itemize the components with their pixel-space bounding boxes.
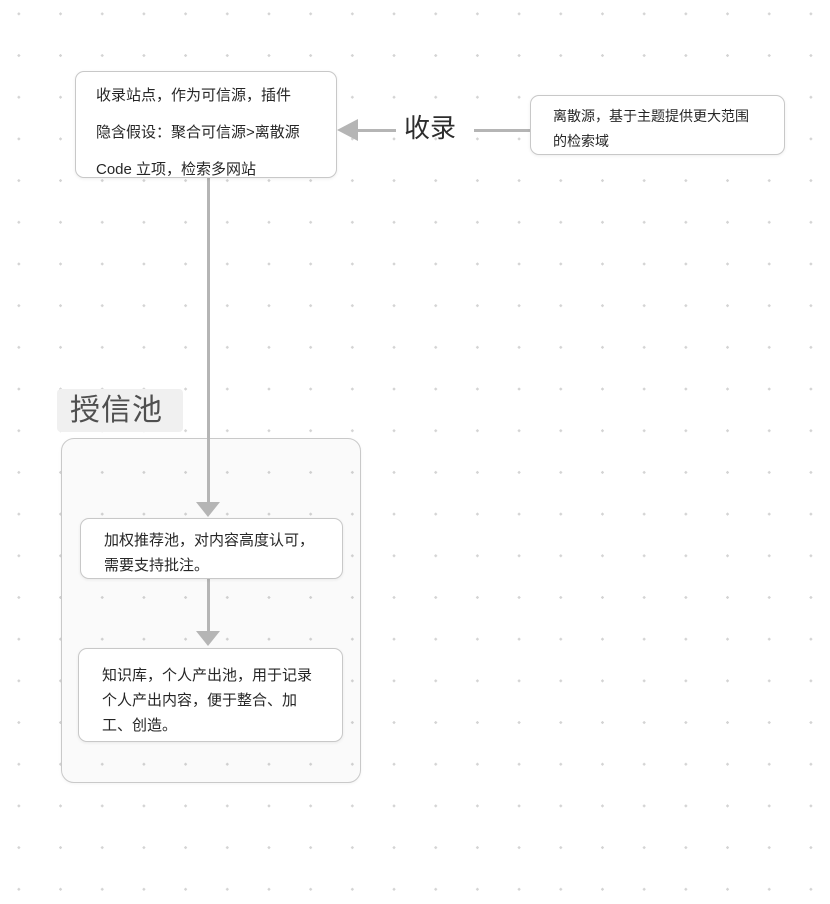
node-sources[interactable]: 收录站点，作为可信源，插件 隐含假设：聚合可信源>离散源 Code 立项，检索多… bbox=[75, 71, 337, 178]
node-text-line: 隐含假设：聚合可信源>离散源 bbox=[96, 124, 300, 141]
node-text-line: 个人产出内容，便于整合、加 bbox=[102, 692, 298, 709]
node-discrete-source[interactable]: 离散源，基于主题提供更大范围 的检索域 bbox=[530, 95, 785, 155]
connector-line bbox=[206, 178, 210, 503]
node-text-line: 加权推荐池，对内容高度认可， bbox=[104, 532, 315, 549]
node-text-line: 离散源，基于主题提供更大范围 bbox=[553, 108, 749, 124]
connector-line bbox=[206, 579, 210, 632]
arrowhead-down-icon bbox=[196, 631, 220, 646]
node-text-line: 工、创造。 bbox=[102, 717, 178, 734]
node-knowledge-base[interactable]: 知识库，个人产出池，用于记录 个人产出内容，便于整合、加 工、创造。 bbox=[78, 648, 343, 742]
trust-pool-frame-label[interactable]: 授信池 bbox=[57, 389, 183, 432]
node-text-line: 收录站点，作为可信源，插件 bbox=[96, 87, 292, 104]
trust-pool-frame[interactable] bbox=[61, 438, 361, 783]
connector-line bbox=[474, 128, 530, 132]
connector-ingest-label[interactable]: 收录 bbox=[403, 113, 456, 143]
node-text-line: Code 立项，检索多网站 bbox=[96, 161, 257, 178]
arrowhead-left-icon bbox=[337, 119, 358, 141]
node-text-line: 的检索域 bbox=[553, 133, 609, 149]
connector-line bbox=[358, 128, 396, 132]
node-text-line: 知识库，个人产出池，用于记录 bbox=[102, 667, 313, 684]
node-weighted-pool[interactable]: 加权推荐池，对内容高度认可， 需要支持批注。 bbox=[80, 518, 343, 579]
arrowhead-down-icon bbox=[196, 502, 220, 517]
node-text-line: 需要支持批注。 bbox=[104, 557, 210, 574]
